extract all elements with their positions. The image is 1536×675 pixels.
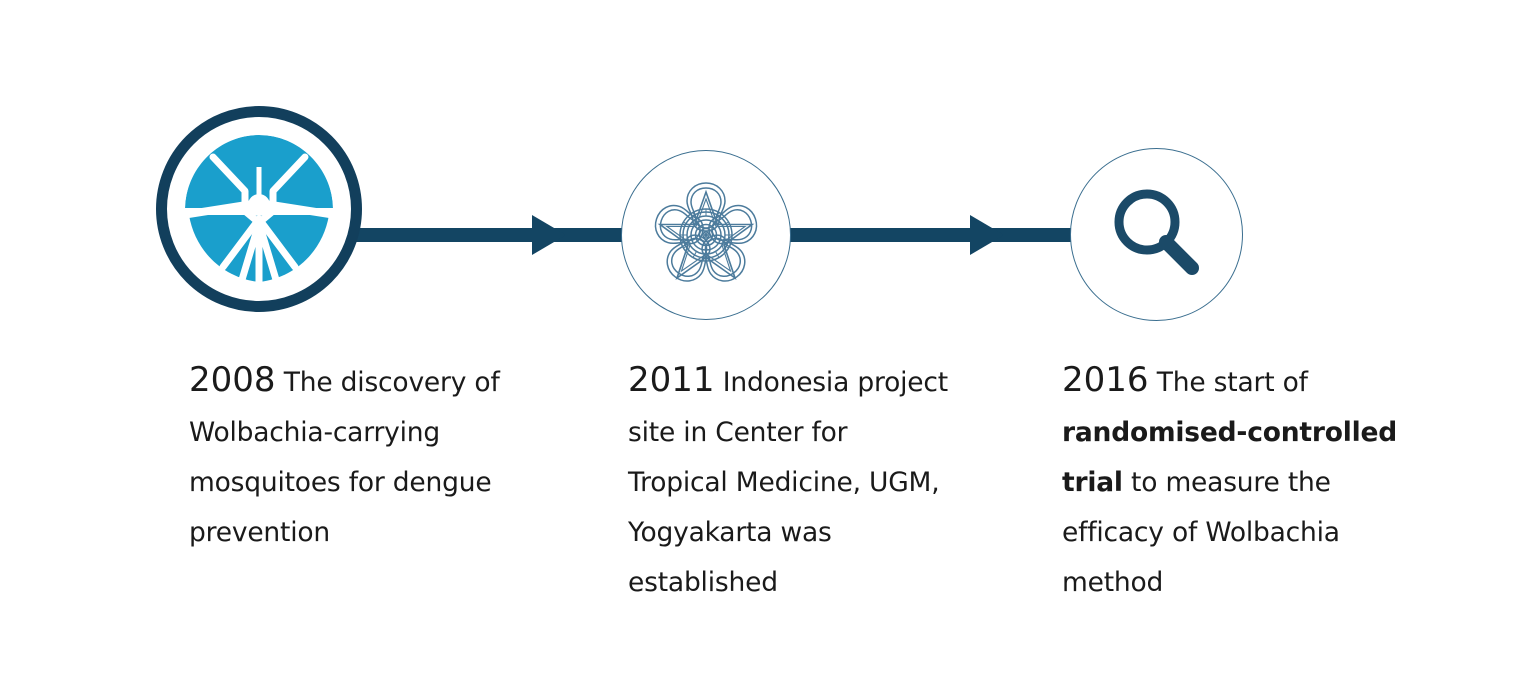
timeline-node-2011[interactable] — [621, 150, 791, 320]
entry-description-2011: Indonesia project site in Center for Tro… — [628, 367, 948, 598]
ugm-flower-logo-icon — [654, 182, 758, 282]
connector-arrowhead-icon — [970, 215, 1004, 255]
connector-shaft — [787, 228, 1077, 242]
entry-year-2011: 2011 — [628, 360, 715, 400]
node-ring — [156, 106, 362, 312]
timeline-connector-2011-to-2016 — [787, 215, 1077, 255]
timeline-entry-text-2008: 2008 The discovery of Wolbachia-carrying… — [189, 355, 529, 558]
entry-year-2008: 2008 — [189, 360, 276, 400]
connector-arrowhead-icon — [532, 215, 566, 255]
mosquito-logo-icon — [185, 135, 333, 283]
timeline-entry-text-2016: 2016 The start of randomised-controlled … — [1062, 355, 1432, 608]
node-ring — [621, 150, 791, 320]
entry-year-2016: 2016 — [1062, 360, 1149, 400]
magnifying-glass-icon — [1114, 189, 1199, 275]
connector-shaft — [352, 228, 636, 242]
entry-description-2016-prefix: The start of — [1148, 367, 1308, 398]
timeline-node-2016[interactable] — [1070, 148, 1243, 321]
node-ring — [1070, 148, 1243, 321]
timeline-entry-text-2011: 2011 Indonesia project site in Center fo… — [628, 355, 948, 608]
timeline-connector-2008-to-2011 — [352, 215, 636, 255]
timeline-node-2008[interactable] — [156, 106, 362, 312]
entry-description-2016-suffix: to measure the efficacy of Wolbachia met… — [1062, 467, 1340, 598]
entry-description-2008: The discovery of Wolbachia-carrying mosq… — [189, 367, 500, 548]
entry-description-2016-emphasis: randomised-controlled trial — [1062, 417, 1398, 498]
